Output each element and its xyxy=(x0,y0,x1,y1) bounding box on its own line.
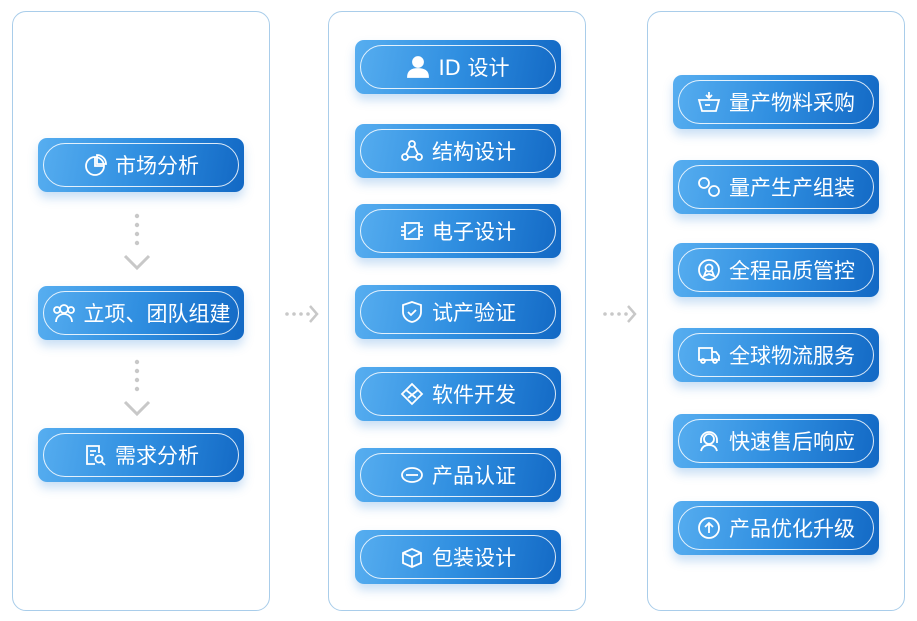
step-label: 快速售后响应 xyxy=(729,430,855,454)
step-label: 电子设计 xyxy=(432,220,516,244)
step-pill: 全程品质管控 xyxy=(678,248,874,292)
development-step-button[interactable]: 试产验证 xyxy=(355,285,561,339)
step-label: 包装设计 xyxy=(432,546,516,570)
down-arrow-icon xyxy=(122,212,152,272)
production-step-button[interactable]: 量产生产组装 xyxy=(673,160,879,214)
structure-nodes-icon xyxy=(401,140,423,161)
step-pill: 需求分析 xyxy=(43,433,239,477)
step-pill: 全球物流服务 xyxy=(678,333,874,377)
cloud-upload-icon xyxy=(698,517,720,539)
production-step-button[interactable]: 快速售后响应 xyxy=(673,414,879,468)
step-pill: 电子设计 xyxy=(360,209,556,253)
planning-step-button[interactable]: 立项、团队组建 xyxy=(38,286,244,340)
step-pill: 包装设计 xyxy=(360,535,556,579)
step-pill: 产品认证 xyxy=(360,453,556,497)
step-pill: 量产生产组装 xyxy=(678,165,874,209)
development-step-button[interactable]: 电子设计 xyxy=(355,204,561,258)
user-icon xyxy=(407,56,430,78)
layers-cube-icon xyxy=(400,382,424,406)
quality-badge-icon xyxy=(698,259,720,281)
step-pill: 软件开发 xyxy=(360,372,556,416)
development-step-button[interactable]: ID 设计 xyxy=(355,40,561,94)
certification-stamp-icon xyxy=(401,467,423,483)
planning-step-button[interactable]: 需求分析 xyxy=(38,428,244,482)
step-pill: 量产物料采购 xyxy=(678,80,874,124)
step-pill: 市场分析 xyxy=(43,143,239,187)
step-label: 结构设计 xyxy=(432,140,516,164)
step-label: 产品优化升级 xyxy=(729,517,855,541)
development-step-button[interactable]: 软件开发 xyxy=(355,367,561,421)
step-label: 全球物流服务 xyxy=(729,344,855,368)
step-label: 产品认证 xyxy=(432,464,516,488)
development-step-button[interactable]: 产品认证 xyxy=(355,448,561,502)
production-step-button[interactable]: 全程品质管控 xyxy=(673,243,879,297)
chain-link-icon xyxy=(698,177,720,197)
step-label: 量产生产组装 xyxy=(729,176,855,200)
development-step-button[interactable]: 包装设计 xyxy=(355,530,561,584)
pie-chart-icon xyxy=(85,154,107,176)
right-arrow-icon xyxy=(602,303,638,325)
headset-support-icon xyxy=(700,431,718,452)
team-icon xyxy=(52,304,75,323)
step-label: 市场分析 xyxy=(115,154,199,178)
step-pill: 产品优化升级 xyxy=(678,506,874,550)
step-label: 试产验证 xyxy=(432,301,516,325)
step-label: 立项、团队组建 xyxy=(83,302,231,326)
circuit-board-icon xyxy=(401,222,423,240)
shield-check-icon xyxy=(402,301,422,323)
step-label: 软件开发 xyxy=(432,383,516,407)
step-label: 需求分析 xyxy=(115,444,199,468)
right-arrow-icon xyxy=(284,303,320,325)
step-pill: 试产验证 xyxy=(360,290,556,334)
step-pill: 结构设计 xyxy=(360,129,556,173)
basket-download-icon xyxy=(697,92,721,112)
production-step-button[interactable]: 全球物流服务 xyxy=(673,328,879,382)
document-search-icon xyxy=(86,445,106,466)
step-pill: 立项、团队组建 xyxy=(43,291,239,335)
development-step-button[interactable]: 结构设计 xyxy=(355,124,561,178)
step-label: 全程品质管控 xyxy=(729,259,855,283)
planning-step-button[interactable]: 市场分析 xyxy=(38,138,244,192)
step-label: ID 设计 xyxy=(438,56,510,80)
package-box-icon xyxy=(402,548,422,568)
step-pill: 快速售后响应 xyxy=(678,419,874,463)
delivery-truck-icon xyxy=(698,347,720,364)
production-step-button[interactable]: 量产物料采购 xyxy=(673,75,879,129)
down-arrow-icon xyxy=(122,358,152,418)
step-pill: ID 设计 xyxy=(360,45,556,89)
production-step-button[interactable]: 产品优化升级 xyxy=(673,501,879,555)
step-label: 量产物料采购 xyxy=(729,91,855,115)
